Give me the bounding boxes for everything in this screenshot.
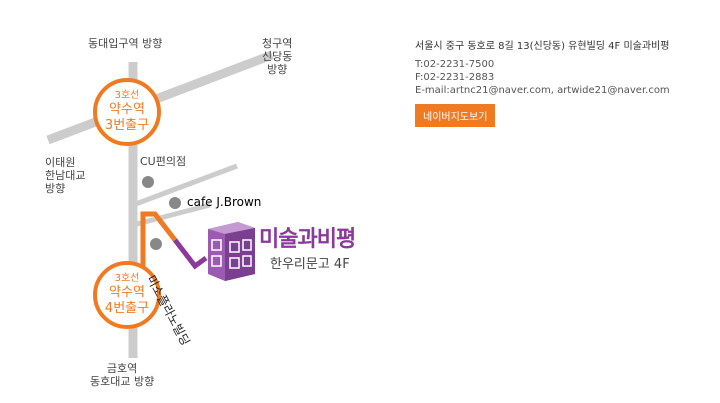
brand-name: 미술과비평 (259, 227, 356, 252)
label-itaewon-line2: 한남대교 (45, 169, 86, 182)
cu-store-marker[interactable] (142, 176, 154, 188)
label-cu-store: CU편의점 (140, 155, 187, 168)
label-itaewon-line1: 이태원 (45, 156, 76, 169)
phone-text: T:02-2231-7500 (415, 59, 495, 70)
station-exit-3-circle[interactable] (93, 78, 161, 146)
naver-map-button[interactable]: 네이버지도보기 (415, 104, 496, 127)
building-marker[interactable] (150, 238, 162, 250)
route-orange-segment (140, 211, 177, 268)
station-exit-3-name: 약수역 (109, 102, 145, 117)
label-dongdaeipgu-direction: 동대입구역 방향 (88, 37, 163, 50)
building-icon (208, 222, 255, 281)
station-exit-3-label: 3호선 약수역 3번출구 (95, 90, 159, 134)
label-cheonggu-line2: 신당동 (262, 50, 293, 63)
station-exit-4-exit: 4번출구 (104, 301, 150, 316)
station-exit-3-exit: 3번출구 (104, 118, 150, 133)
label-cheonggu-line1: 청구역 (262, 37, 293, 50)
address-text: 서울시 중구 동호로 8길 13(신당동) 유현빌딩 4F 미술과비평 (415, 41, 670, 52)
road-small-lower (132, 202, 211, 228)
email-text: E-mail:artnc21@naver.com, artwide21@nave… (415, 85, 670, 96)
label-geumho-line1: 금호역 (106, 362, 138, 375)
label-geumho-direction: 금호역 동호대교 방향 (90, 362, 154, 388)
label-itaewon-direction: 이태원 한남대교 방향 (45, 156, 85, 195)
station-exit-4-label: 3호선 약수역 4번출구 (95, 273, 159, 317)
station-exit-4-circle[interactable] (93, 261, 161, 329)
station-exit-3-line: 3호선 (114, 90, 140, 101)
brand-floor: 한우리문고 4F (270, 257, 350, 272)
station-exit-4-line: 3호선 (114, 273, 140, 284)
fax-text: F:02-2231-2883 (415, 72, 495, 83)
label-cheonggu-direction: 청구역 신당동 방향 (262, 37, 292, 76)
label-geumho-line2: 동호대교 방향 (90, 375, 155, 388)
location-map (46, 50, 274, 358)
cafe-marker[interactable] (169, 197, 181, 209)
walking-route (140, 211, 208, 270)
label-itaewon-line3: 방향 (45, 182, 66, 195)
road-diagonal-main (46, 50, 274, 145)
road-small-upper (132, 163, 238, 208)
label-cheonggu-line3: 방향 (267, 63, 288, 76)
label-cafe: cafe J.Brown (187, 195, 262, 209)
contact-info: 서울시 중구 동호로 8길 13(신당동) 유현빌딩 4F 미술과비평 T:02… (415, 37, 670, 127)
route-purple-segment (173, 238, 208, 270)
station-exit-4-name: 약수역 (109, 285, 145, 300)
